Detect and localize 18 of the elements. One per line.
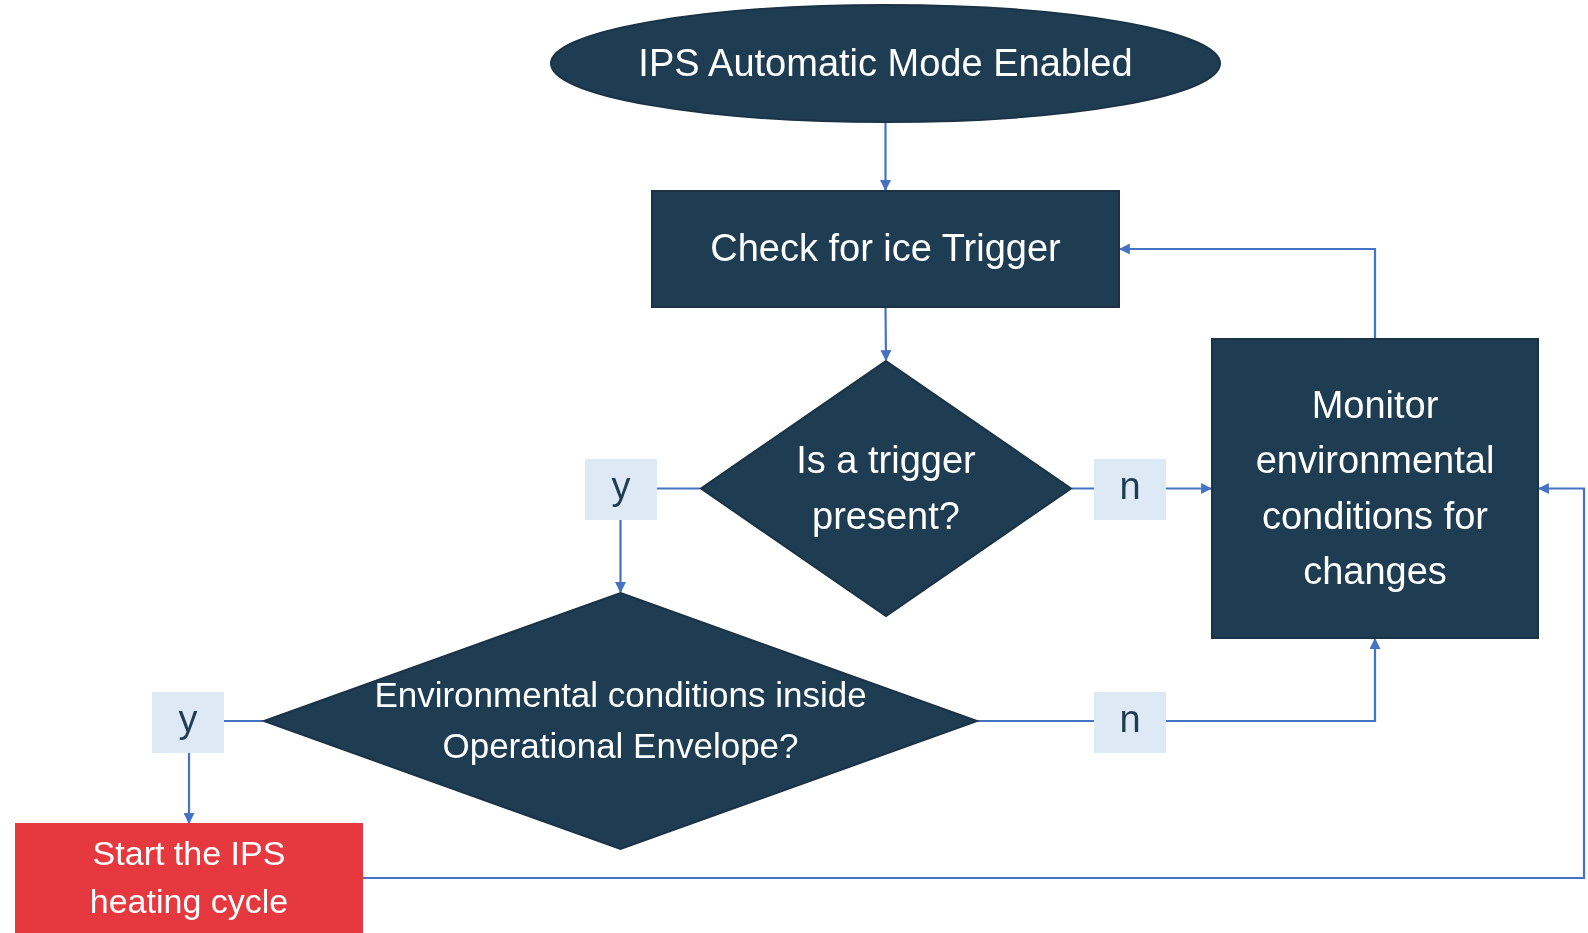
arrow	[880, 308, 892, 362]
process-box	[651, 190, 1120, 308]
process-box	[15, 823, 363, 933]
node-text: Monitor environmental conditions for changes	[1254, 383, 1496, 594]
node-text: Check for ice Trigger	[710, 226, 1061, 272]
node-text: Environmental conditions inside Operational Envelope?	[373, 674, 868, 767]
arrow	[363, 483, 1586, 880]
edge-label: y	[152, 692, 224, 753]
edge-label: n	[1094, 692, 1166, 753]
node-text: Is a trigger present?	[795, 438, 977, 539]
terminal-oval	[550, 4, 1221, 123]
edge-label: n	[1094, 459, 1166, 520]
edge-label: y	[585, 459, 657, 520]
process-box	[1211, 338, 1539, 639]
node-text: IPS Automatic Mode Enabled	[638, 40, 1133, 86]
arrow	[880, 123, 891, 192]
node-text: Start the IPS heating cycle	[88, 833, 290, 922]
decision-diamond	[700, 360, 1072, 617]
